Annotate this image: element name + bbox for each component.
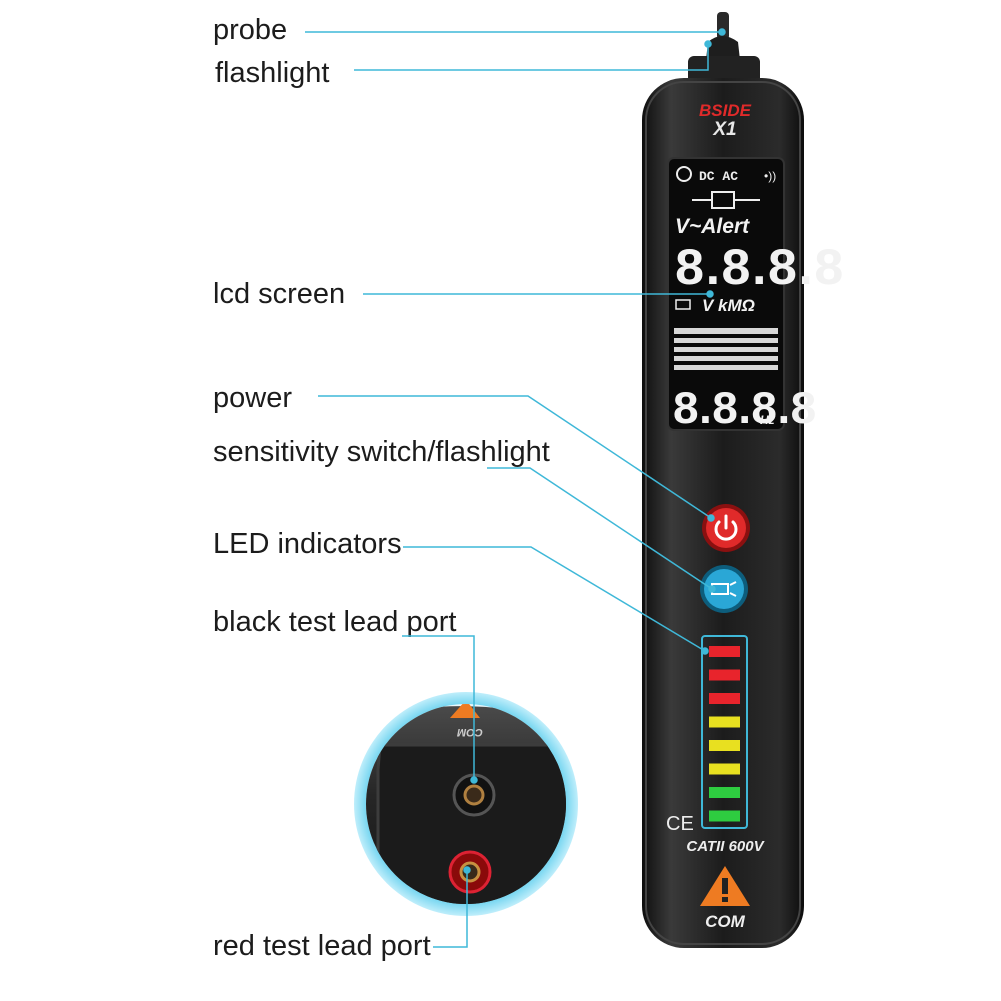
led-indicator [709, 693, 740, 704]
red-test-lead-port-label: red test lead port [213, 930, 431, 962]
flashlight-label: flashlight [215, 57, 330, 89]
power-label: power [213, 382, 292, 414]
battery-icon [675, 299, 691, 310]
probe-tip [688, 12, 760, 86]
power-button[interactable] [702, 504, 750, 552]
lcd-main-reading: 8.8.8.8 [674, 241, 842, 300]
black-test-lead-port-label: black test lead port [213, 606, 457, 638]
led-indicator [709, 763, 740, 775]
lcd-frequency-reading: 8.8.8.8 [672, 385, 816, 437]
rating-text: CATII 600V [686, 838, 765, 855]
brand-text: BSIDE [699, 101, 752, 120]
lcd-screen-label: lcd screen [213, 278, 346, 310]
sensitivity-switch-label: sensitivity switch/flashlight [213, 436, 550, 468]
led-indicator [709, 740, 740, 751]
lcd-bargraph [674, 328, 778, 370]
com-text: COM [705, 912, 746, 931]
lcd-mode-icons: DC AC [699, 169, 738, 184]
zoom-com-text: COM [456, 726, 483, 738]
ce-mark: CE [666, 813, 694, 835]
led-indicators-label: LED indicators [213, 528, 402, 560]
power-symbol-icon [676, 166, 692, 182]
led-indicator [709, 646, 740, 657]
diode-symbol-icon [692, 191, 760, 209]
led-indicator [709, 669, 740, 681]
leader-lines [305, 28, 726, 948]
led-indicator [709, 716, 740, 728]
power-icon [714, 520, 738, 541]
buzzer-icon: •)) [764, 169, 776, 183]
sensitivity-flashlight-button[interactable] [700, 565, 748, 613]
lcd-frequency-unit: Hz [760, 413, 775, 427]
port-zoom-view: COM [354, 692, 578, 916]
led-indicator [709, 810, 740, 822]
probe-label: probe [213, 14, 288, 46]
led-indicator [709, 787, 740, 798]
lcd-screen: DC AC •)) V~Alert 8.8.8.8 V kMΩ 8.8.8.8 … [667, 157, 850, 437]
warning-triangle-icon [700, 866, 750, 906]
lcd-alert-text: V~Alert [675, 215, 750, 238]
led-indicator-panel [701, 635, 748, 829]
lcd-units: V kMΩ [702, 296, 755, 315]
model-text: X1 [712, 119, 736, 140]
